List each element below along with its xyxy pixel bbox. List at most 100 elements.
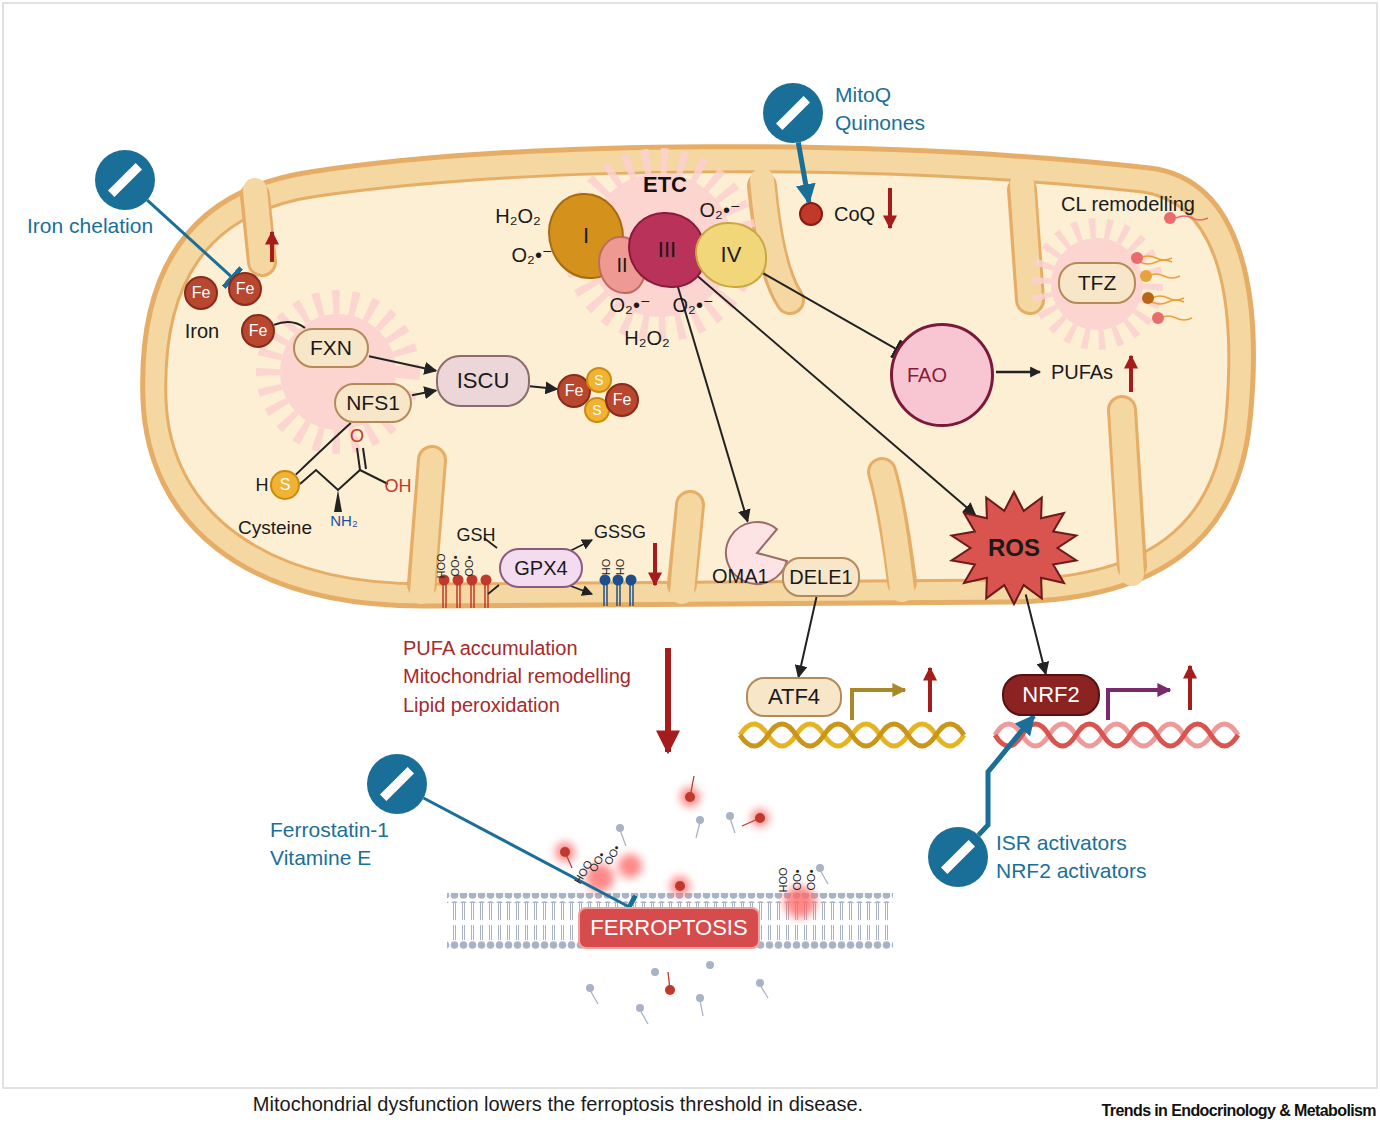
process-box: NFS1 xyxy=(334,383,412,423)
shape-outline xyxy=(95,150,155,210)
shape-node: Fe xyxy=(241,314,275,348)
node-text: IV xyxy=(721,242,742,267)
node-text: FAO xyxy=(907,364,947,387)
text-label: OO• xyxy=(463,556,475,577)
shape-node: Fe xyxy=(184,276,218,310)
connector xyxy=(979,716,1034,835)
connector xyxy=(1026,595,1046,675)
inhibitor-icon xyxy=(763,83,823,143)
process-box: ISCU xyxy=(436,355,530,407)
inhibitor-icon xyxy=(928,827,988,887)
connector xyxy=(678,287,748,522)
node-text: OMA1 xyxy=(712,565,769,588)
text-label: Trends in Endocrinology & Metabolism xyxy=(1102,1102,1376,1120)
inhibitor-node: Ferrostatin-1 Vitamine E xyxy=(367,754,427,814)
node-text: ATF4 xyxy=(768,684,820,709)
text-label: Cysteine xyxy=(238,518,312,539)
text-label: OO• xyxy=(805,870,817,891)
node-text: II xyxy=(616,254,627,277)
text-label: Lipid peroxidation xyxy=(403,694,560,716)
inhibitor-icon xyxy=(95,150,155,210)
node-text: CoQ xyxy=(834,203,875,226)
node-text: TFZ xyxy=(1078,271,1116,295)
process-box: GPX4 xyxy=(499,548,583,588)
text-label: O₂•⁻ xyxy=(673,294,714,316)
shape-node: FAO xyxy=(890,323,994,427)
node-text: ISR activators NRF2 activators xyxy=(996,829,1166,885)
node-text: Fe xyxy=(236,280,255,298)
shape-node: ROS xyxy=(950,492,1078,604)
inhibitor-stripe xyxy=(779,99,807,127)
text-label: CL remodelling xyxy=(1061,193,1195,215)
inhibitor-node: ISR activators NRF2 activators xyxy=(928,827,988,887)
connector xyxy=(762,272,897,349)
text-label: HO xyxy=(600,559,612,576)
text-label: HOO xyxy=(777,867,789,892)
text-label: OO• xyxy=(449,556,461,577)
node-text: Iron chelation xyxy=(27,214,153,238)
text-label: GSSG xyxy=(594,523,646,543)
node-text: NFS1 xyxy=(346,391,400,415)
connector xyxy=(412,390,436,395)
node-text: GPX4 xyxy=(514,557,567,580)
connector xyxy=(274,322,305,328)
text-label: OH xyxy=(385,477,412,497)
process-box: FERROPTOSIS xyxy=(578,907,760,949)
node-text: Ferrostatin-1 Vitamine E xyxy=(270,816,410,872)
node-text: FERROPTOSIS xyxy=(590,915,747,940)
text-label: H₂O₂ xyxy=(624,327,670,349)
text-label: GSH xyxy=(456,526,495,546)
node-text: Fe xyxy=(192,284,211,302)
connector xyxy=(798,143,809,203)
node-text: S xyxy=(280,476,291,494)
shape-node: S xyxy=(270,470,300,500)
text-label: H₂O₂ xyxy=(495,205,541,227)
connector xyxy=(369,356,436,371)
connector xyxy=(296,423,351,475)
shape-node: Fe xyxy=(228,272,262,306)
node-text: I xyxy=(583,223,589,248)
text-label: PUFAs xyxy=(1051,361,1113,383)
node-text: ISCU xyxy=(457,368,510,393)
node-text: ROS xyxy=(988,534,1040,562)
node-text: Fe xyxy=(249,322,268,340)
inhibitor-icon xyxy=(367,754,427,814)
node-text: Fe xyxy=(565,382,584,400)
text-label: O xyxy=(350,427,364,447)
inhibitor-stripe xyxy=(944,843,972,871)
text-label: H xyxy=(256,476,269,496)
process-box: FXN xyxy=(293,328,369,368)
process-box: NRF2 xyxy=(1002,674,1100,716)
text-label: O₂•⁻ xyxy=(700,199,741,221)
shape-outline xyxy=(367,754,427,814)
connector xyxy=(147,200,232,277)
shape-node: OMA1 xyxy=(724,520,790,586)
text-label: Mitochondrial remodelling xyxy=(403,665,631,687)
node-text: DELE1 xyxy=(789,566,852,589)
node-text: FXN xyxy=(310,336,352,360)
text-label: O₂•⁻ xyxy=(610,294,651,316)
shape-node: CoQ xyxy=(799,202,823,226)
shape-node: Fe xyxy=(605,383,639,417)
process-box: ATF4 xyxy=(746,677,842,717)
inhibitor-node: MitoQ Quinones xyxy=(763,83,823,143)
node-text: III xyxy=(658,237,676,262)
node-text: NRF2 xyxy=(1022,682,1079,707)
connector xyxy=(799,597,817,677)
shape-outline xyxy=(928,827,988,887)
inhibitor-stripe xyxy=(383,770,411,798)
inhibitor-node: Iron chelation xyxy=(95,150,155,210)
text-label: OO• xyxy=(791,870,803,891)
connector xyxy=(424,798,630,907)
node-text: Fe xyxy=(613,391,632,409)
text-label: HO xyxy=(614,559,626,576)
node-text: S xyxy=(592,402,601,418)
node-text: S xyxy=(594,372,603,388)
node-text: MitoQ Quinones xyxy=(835,81,950,137)
inhibitor-stripe xyxy=(111,166,139,194)
process-box: TFZ xyxy=(1058,262,1136,304)
text-label: Iron xyxy=(185,320,219,342)
